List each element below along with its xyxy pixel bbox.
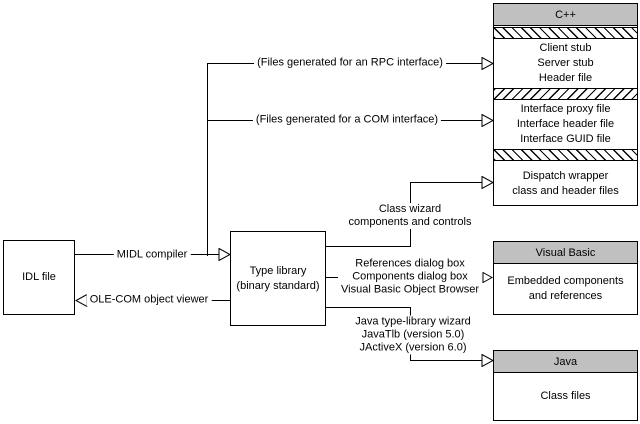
- cpp-rpc-files-section: Client stub Server stub Header file: [494, 40, 637, 87]
- classwizard-edge-line-upper: [410, 182, 482, 183]
- dispatch-arrowhead-icon: [481, 176, 494, 189]
- java-edge-line-lower: [410, 360, 482, 361]
- java-tools-label-line: JActiveX (version 6.0): [359, 341, 467, 354]
- com-edge-label: (Files generated for a COM interface): [252, 113, 442, 127]
- java-arrowhead-icon: [481, 354, 494, 367]
- idl-file-label: IDL file: [22, 271, 56, 283]
- cpp-dispatch-file: Dispatch wrapper: [522, 169, 609, 182]
- cpp-rpc-file: Server stub: [537, 57, 594, 69]
- trunk-vertical-line: [207, 63, 208, 256]
- type-library-node: Type library (binary standard): [230, 231, 326, 326]
- hatch-stripe: [494, 149, 637, 161]
- hatch-stripe: [494, 88, 637, 100]
- rpc-edge-label: (Files generated for an RPC interface): [254, 56, 446, 70]
- midl-arrowhead-icon: [218, 248, 231, 261]
- cpp-com-file: Interface GUID file: [520, 133, 611, 145]
- java-tools-label: Java type-library wizard JavaTlb (versio…: [352, 315, 474, 355]
- visual-basic-header: Visual Basic: [494, 242, 637, 264]
- olecom-viewer-label: OLE-COM object viewer: [86, 293, 212, 307]
- java-body-line: Class files: [540, 390, 591, 402]
- java-tools-label-line: JavaTlb (version 5.0): [361, 328, 465, 341]
- cpp-rpc-file: Client stub: [539, 42, 592, 54]
- java-header: Java: [494, 351, 637, 373]
- java-edge-line-upper: [326, 307, 411, 308]
- vb-tools-label-line: Visual Basic Object Browser: [341, 283, 479, 296]
- cpp-dispatch-files-section: Dispatch wrapper class and header files: [494, 162, 637, 205]
- vb-arrowhead-icon: [482, 272, 493, 283]
- idl-file-node: IDL file: [3, 240, 75, 315]
- midl-compiler-label: MIDL compiler: [113, 248, 191, 262]
- java-tools-label-line: Java type-library wizard: [355, 315, 471, 328]
- hatch-stripe: [494, 27, 637, 39]
- visual-basic-body-line: and references: [528, 290, 603, 302]
- cpp-rpc-file: Header file: [538, 72, 593, 84]
- class-wizard-label-line: Class wizard: [378, 203, 442, 215]
- visual-basic-node: Visual Basic Embedded components and ref…: [493, 241, 638, 315]
- type-library-label-line2: (binary standard): [236, 279, 320, 292]
- com-arrowhead-icon: [481, 114, 494, 127]
- rpc-arrowhead-icon: [481, 57, 494, 70]
- cpp-header: C++: [494, 4, 637, 26]
- java-body: Class files: [494, 373, 637, 420]
- visual-basic-body-line: Embedded components: [507, 275, 624, 287]
- visual-basic-title: Visual Basic: [535, 246, 596, 259]
- cpp-node: C++ Client stub Server stub Header file …: [493, 3, 638, 206]
- vb-tools-label-line: References dialog box: [355, 257, 465, 270]
- java-node: Java Class files: [493, 350, 638, 421]
- class-wizard-label: Class wizard components and controls: [345, 203, 475, 229]
- cpp-dispatch-file: class and header files: [512, 184, 619, 197]
- vb-tools-label-line: Components dialog box: [352, 270, 468, 283]
- classwizard-edge-line-lower: [326, 246, 411, 247]
- java-title: Java: [553, 355, 578, 368]
- cpp-title: C++: [555, 8, 576, 21]
- vb-tools-label: References dialog box Components dialog …: [338, 257, 482, 297]
- type-library-label-line1: Type library: [249, 264, 307, 277]
- cpp-com-file: Interface header file: [516, 118, 615, 130]
- class-wizard-label-line: components and controls: [348, 216, 472, 228]
- visual-basic-body: Embedded components and references: [494, 264, 637, 314]
- cpp-com-files-section: Interface proxy file Interface header fi…: [494, 101, 637, 148]
- cpp-com-file: Interface proxy file: [520, 103, 611, 115]
